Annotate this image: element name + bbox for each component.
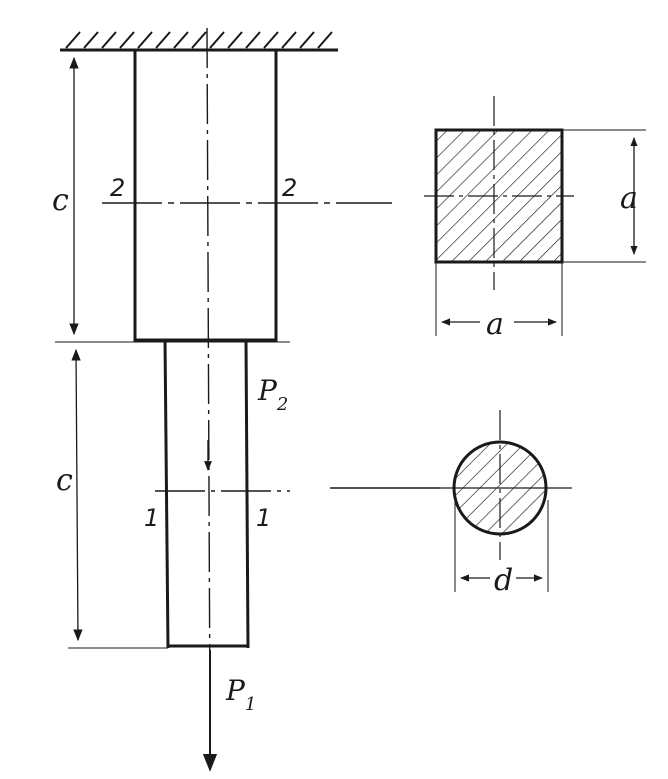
square-side-horizontal-label: a [486,307,504,342]
square-cross-section [424,96,646,336]
circular-cross-section [440,410,572,592]
circle-diameter-label: d [494,563,513,598]
lower-bar-segment [163,339,250,649]
square-side-vertical-label: a [620,181,638,216]
dim-c-lower-label: c [56,463,73,498]
upper-bar-segment [133,48,278,342]
section-1-right-label: 1 [256,504,271,532]
bar-center-axis [206,27,211,721]
dimension-c-lower [68,348,168,649]
section-2-right-label: 2 [282,174,297,202]
fixed-support [60,31,338,52]
load-p2-label: P2 [257,374,288,415]
section-1-left-label: 1 [144,504,159,532]
dimension-c-upper [55,49,290,343]
dim-c-upper-label: c [52,183,69,218]
load-p1-label: P1 [225,674,256,715]
section-2-left-label: 2 [110,174,125,202]
